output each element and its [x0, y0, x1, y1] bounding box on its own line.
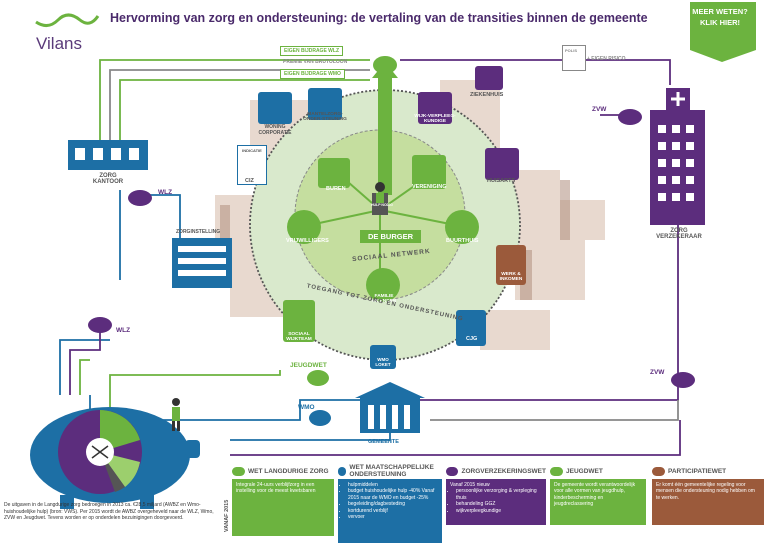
eigen-risico-label: + EIGEN RISICO: [587, 56, 626, 62]
person-figure: [172, 398, 180, 431]
tag-premie: PREMIE VAN BRUTOLOON: [283, 59, 348, 65]
wmo-flow-label: WMO: [298, 404, 315, 411]
column-wlz: WET LANGDURIGE ZORG Integrale 24-uurs ve…: [232, 463, 334, 543]
wmo-loket-label: WMO LOKET: [375, 357, 391, 367]
column-head: ZORGVERZEKERINGSWET: [461, 467, 546, 475]
column-head: WET MAATSCHAPPELIJKE ONDERSTEUNING: [349, 464, 434, 478]
buren-label: BUREN: [326, 186, 346, 192]
column-bullet: persoonlijke verzorging & verpleging thu…: [456, 488, 542, 501]
tag-eigen-bijdrage-wmo: EIGEN BIJDRAGE WMO: [280, 69, 345, 79]
zorgverzekeraar-building: [650, 88, 705, 225]
purse-icons: [88, 56, 695, 426]
familie-icon[interactable]: [366, 268, 400, 302]
column-participatiewet: PARTICIPATIEWET Er komt één gemeentelijk…: [652, 463, 764, 543]
column-head: WET LANGDURIGE ZORG: [248, 467, 329, 475]
huisarts-icon[interactable]: [485, 148, 519, 180]
werk-inkomen-label: WERK & INKOMEN: [499, 272, 523, 282]
disclaimer-text: De uitgaven in de Langdurige zorg bedroe…: [4, 502, 214, 521]
purse-icon: [338, 466, 347, 476]
cjg-icon[interactable]: [456, 310, 486, 346]
column-bullet: budget huishoudelijke hulp -40% Vanaf 20…: [348, 488, 438, 501]
column-body: Integrale 24-uurs verblijfzorg in een in…: [232, 479, 334, 536]
column-wmo: WET MAATSCHAPPELIJKE ONDERSTEUNING hulpm…: [338, 463, 442, 543]
purse-icon: [232, 466, 245, 476]
woningcorporatie-icon[interactable]: [258, 92, 292, 124]
meer-weten-button[interactable]: MEER WETEN? KLIK HIER!: [692, 7, 748, 27]
sociaal-wijkteam-icon[interactable]: [283, 300, 315, 342]
zvw-flow-label-1: ZVW: [592, 106, 607, 113]
gemeente-label: GEMEENTE: [368, 439, 399, 445]
zorgkantoor-building: [68, 140, 148, 170]
vereniging-icon[interactable]: [412, 155, 446, 189]
zorginstelling-label: ZORGINSTELLING: [176, 229, 221, 235]
vrijwilligers-label: VRIJWILLIGERS: [286, 238, 329, 244]
column-head: PARTICIPATIEWET: [668, 467, 727, 475]
familie-label: FAMILIE VRIENDEN: [371, 294, 397, 304]
column-body: Vanaf 2015 nieuw persoonlijke verzorging…: [446, 479, 546, 525]
buurthuis-icon[interactable]: [445, 210, 479, 244]
column-head: JEUGDWET: [566, 467, 603, 475]
zvw-flow-label-2: ZVW: [650, 369, 665, 376]
burger-figure: [372, 182, 388, 215]
ciz-indicatie-card[interactable]: INDICATIE: [237, 145, 267, 185]
jeugdwet-flow-label: JEUGDWET: [290, 362, 327, 369]
purse-icon: [652, 466, 665, 476]
gemeente-building: [355, 382, 425, 433]
column-bullet: begeleiding/dagbesteding: [348, 501, 438, 507]
purse-icon: [446, 466, 459, 476]
column-bullet: vervoer: [348, 514, 438, 520]
column-text: De gemeente wordt verantwoordelijk voor …: [554, 482, 636, 508]
column-jeugdwet: JEUGDWET De gemeente wordt verantwoordel…: [550, 463, 646, 543]
sociaal-wijkteam-label: SOCIAAL WIJKTEAM: [286, 332, 312, 342]
column-zvw: ZORGVERZEKERINGSWET Vanaf 2015 nieuw per…: [446, 463, 546, 543]
mantelzorg-icon[interactable]: [308, 88, 342, 120]
wijkverpleegkundige-icon[interactable]: [418, 92, 452, 124]
buurthuis-label: BUURTHUIS: [446, 238, 479, 244]
wlz-flow-label-2: WLZ: [116, 327, 131, 334]
ziekenhuis-icon[interactable]: [475, 66, 503, 90]
vanaf-2015-label: VANAF 2015: [224, 499, 230, 532]
wijkverpleegkundige-label: WIJK-VERPLEEG-KUNDIGE: [414, 114, 456, 124]
buren-icon[interactable]: [318, 158, 350, 188]
column-bullet: hulpmiddelen: [348, 482, 438, 488]
woningcorporatie-label: WONING CORPORATIE: [258, 124, 292, 136]
cjg-label: CJG: [466, 336, 478, 342]
wlz-flow-label-1: WLZ: [158, 189, 173, 196]
column-bullet: kortdurend verblijf: [348, 508, 438, 514]
polis-icon: POLIS: [562, 45, 586, 71]
hulp-nodig-label: HULP NODIG: [371, 203, 393, 207]
zorgverzekeraar-label: ZORG VERZEKERAAR: [656, 228, 702, 240]
piggy-bank: [30, 407, 200, 509]
column-bullet: wijkverpleegkundige: [456, 508, 542, 514]
column-text: Integrale 24-uurs verblijfzorg in een in…: [236, 482, 316, 495]
vereniging-label: VERENIGING: [412, 184, 447, 190]
ciz-label: CIZ: [245, 178, 254, 184]
vrijwilligers-icon[interactable]: [287, 210, 321, 244]
de-burger-label: DE BURGER: [360, 230, 422, 243]
tag-eigen-bijdrage-wlz: EIGEN BIJDRAGE WLZ: [280, 46, 344, 56]
mantelzorg-label: MANTELZORG-ONDER-STEUNING: [303, 112, 347, 122]
wmo-loket-icon[interactable]: [370, 345, 396, 369]
column-text: Vanaf 2015 nieuw: [450, 482, 490, 488]
page-title: Hervorming van zorg en ondersteuning: de…: [110, 11, 648, 25]
column-text: Er komt één gemeentelijke regeling voor …: [656, 482, 755, 501]
column-body: Er komt één gemeentelijke regeling voor …: [652, 479, 764, 525]
column-body: hulpmiddelen budget huishoudelijke hulp …: [338, 479, 442, 543]
zorginstelling-building: [172, 238, 232, 288]
zorgkantoor-label: ZORG KANTOOR: [92, 173, 124, 185]
purse-icon: [550, 466, 563, 476]
werk-inkomen-icon[interactable]: [496, 245, 526, 285]
column-bullet: behandeling GGZ: [456, 501, 542, 507]
ziekenhuis-label: ZIEKENHUIS: [470, 92, 504, 98]
vilans-logo[interactable]: Vilans: [36, 34, 82, 53]
column-body: De gemeente wordt verantwoordelijk voor …: [550, 479, 646, 525]
huisarts-label: HUISARTS: [487, 178, 516, 184]
